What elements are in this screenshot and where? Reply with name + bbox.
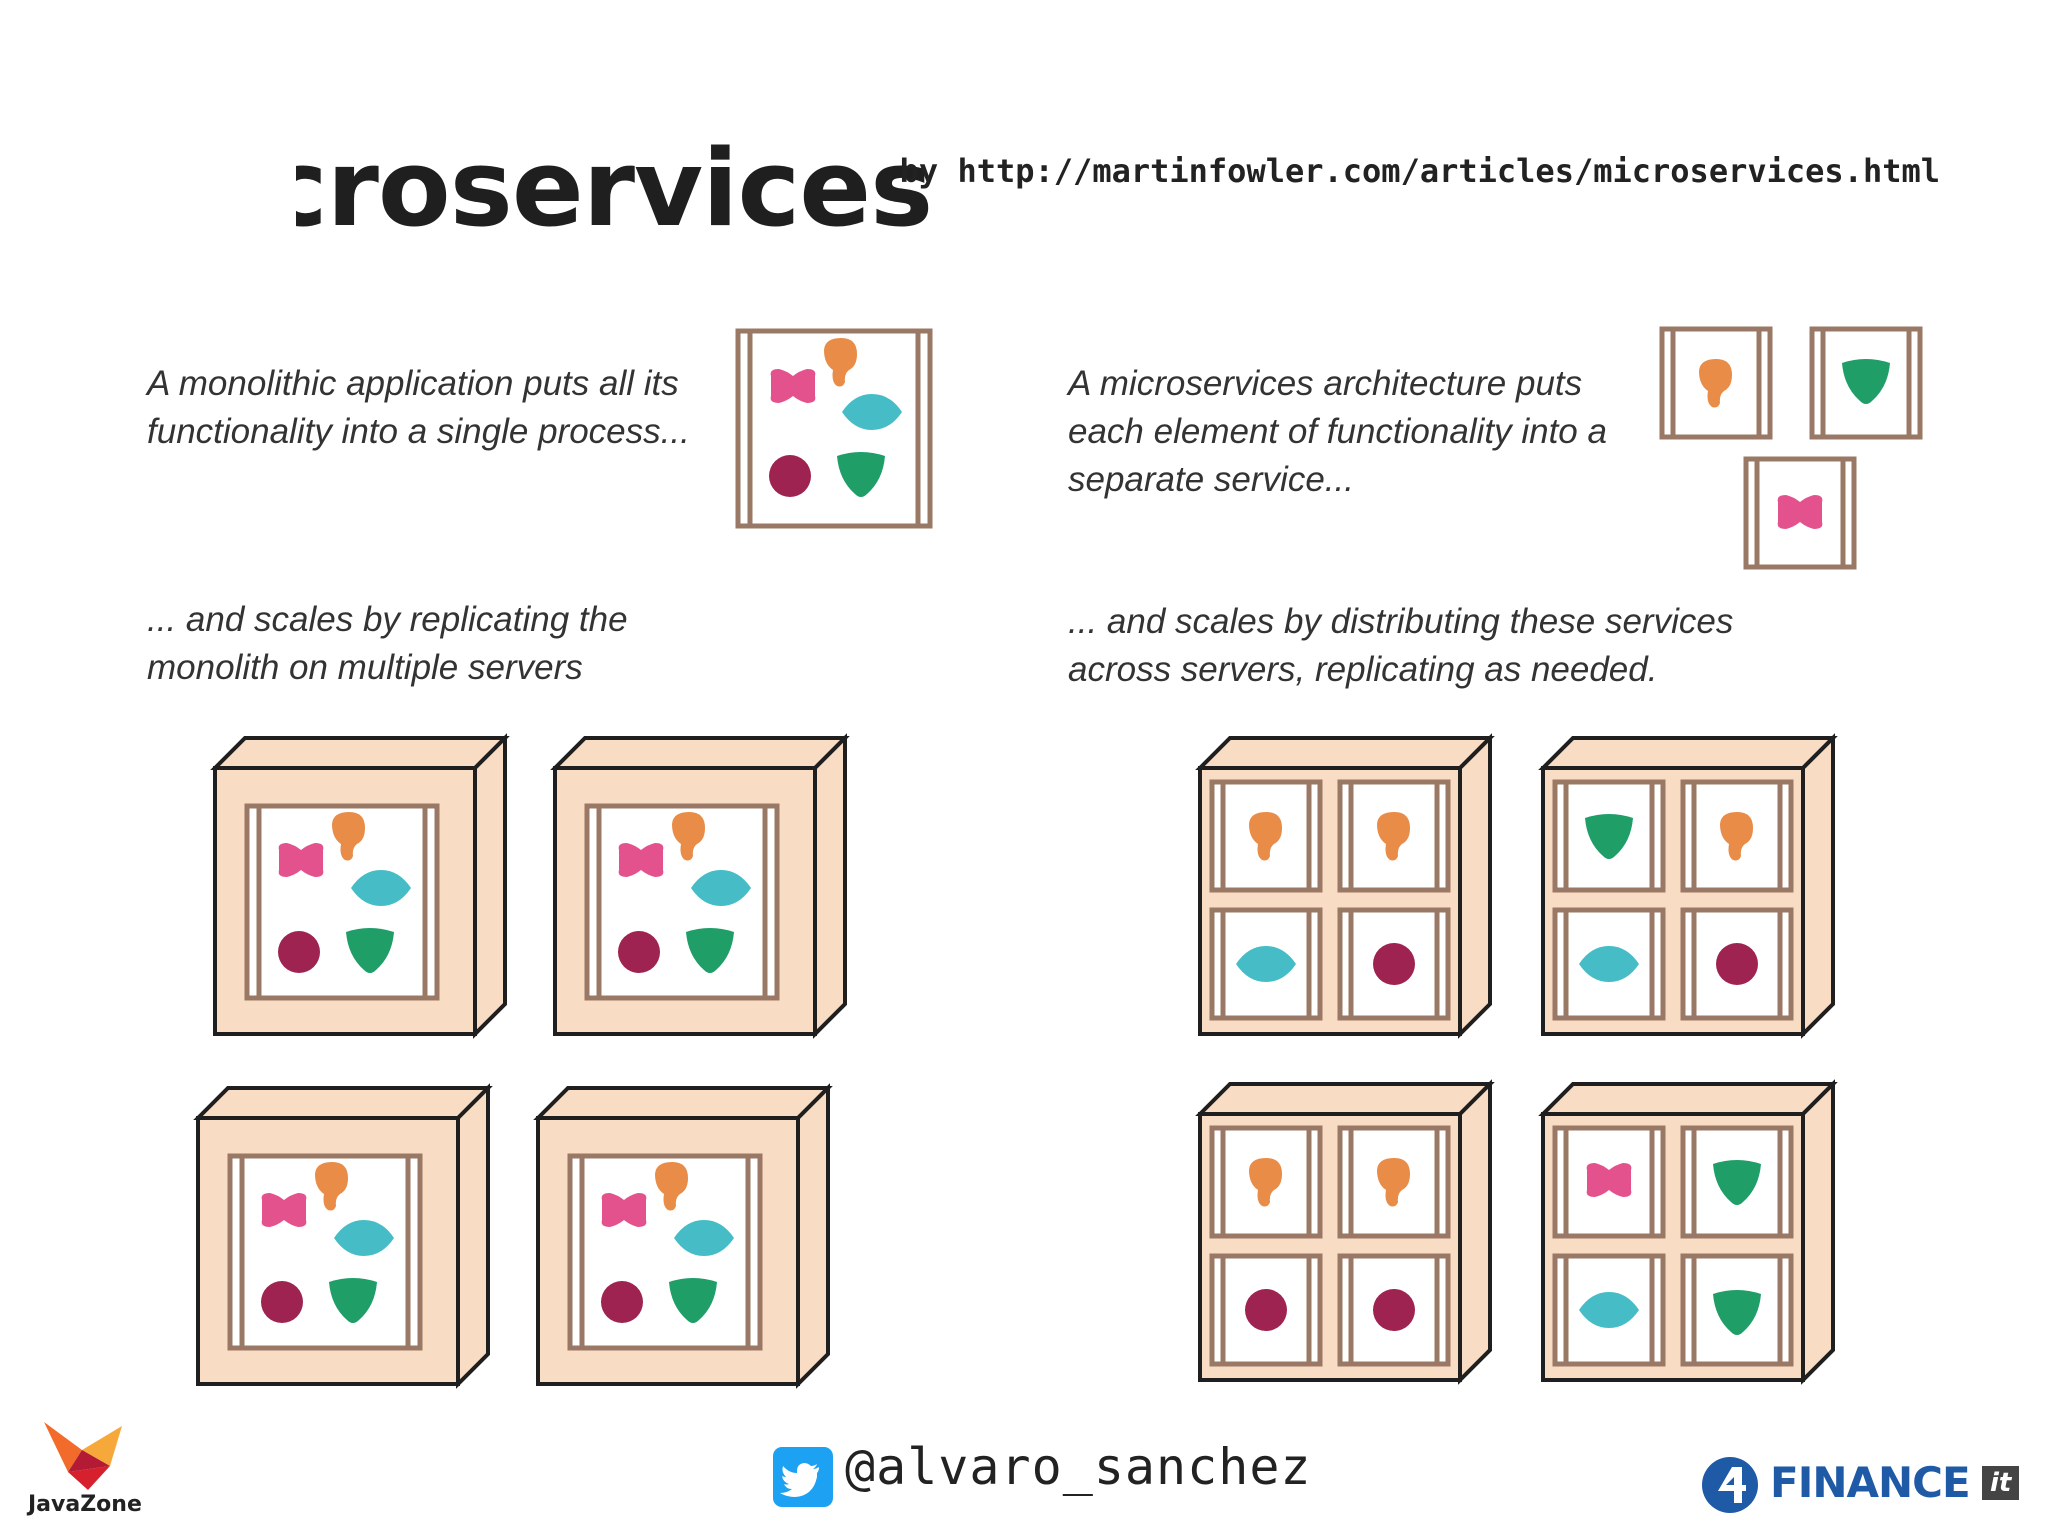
monolith-server-3 bbox=[198, 1088, 488, 1384]
monolith-server-1 bbox=[215, 738, 505, 1034]
finance-badge: it bbox=[1982, 1466, 2020, 1500]
microservice-server-1 bbox=[1200, 738, 1490, 1034]
source-url: by http://martinfowler.com/articles/micr… bbox=[899, 152, 1940, 190]
caption-microservices-scale: ... and scales by distributing these ser… bbox=[1068, 602, 1734, 689]
microservice-server-3 bbox=[1200, 1084, 1490, 1380]
caption-monolith-intro: A monolithic application puts all its fu… bbox=[147, 364, 690, 451]
finance-label: FINANCE bbox=[1770, 1458, 1971, 1507]
4finance-logo-icon bbox=[1700, 1455, 1760, 1520]
javazone-logo-icon bbox=[38, 1420, 128, 1497]
service-green bbox=[1809, 326, 1923, 440]
monolith-process bbox=[735, 328, 933, 529]
twitter-handle: @alvaro_sanchez bbox=[845, 1438, 1312, 1496]
microservice-server-2 bbox=[1543, 738, 1833, 1034]
monolith-server-4 bbox=[538, 1088, 828, 1384]
caption-microservices-intro: A microservices architecture puts each e… bbox=[1068, 364, 1607, 499]
twitter-bird-icon bbox=[773, 1447, 833, 1507]
service-orange bbox=[1659, 326, 1773, 440]
service-pink bbox=[1743, 456, 1857, 570]
monolith-server-2 bbox=[555, 738, 845, 1034]
javazone-label: JavaZone bbox=[28, 1492, 142, 1517]
caption-monolith-scale: ... and scales by replicating the monoli… bbox=[147, 600, 628, 687]
microservice-server-4 bbox=[1543, 1084, 1833, 1380]
